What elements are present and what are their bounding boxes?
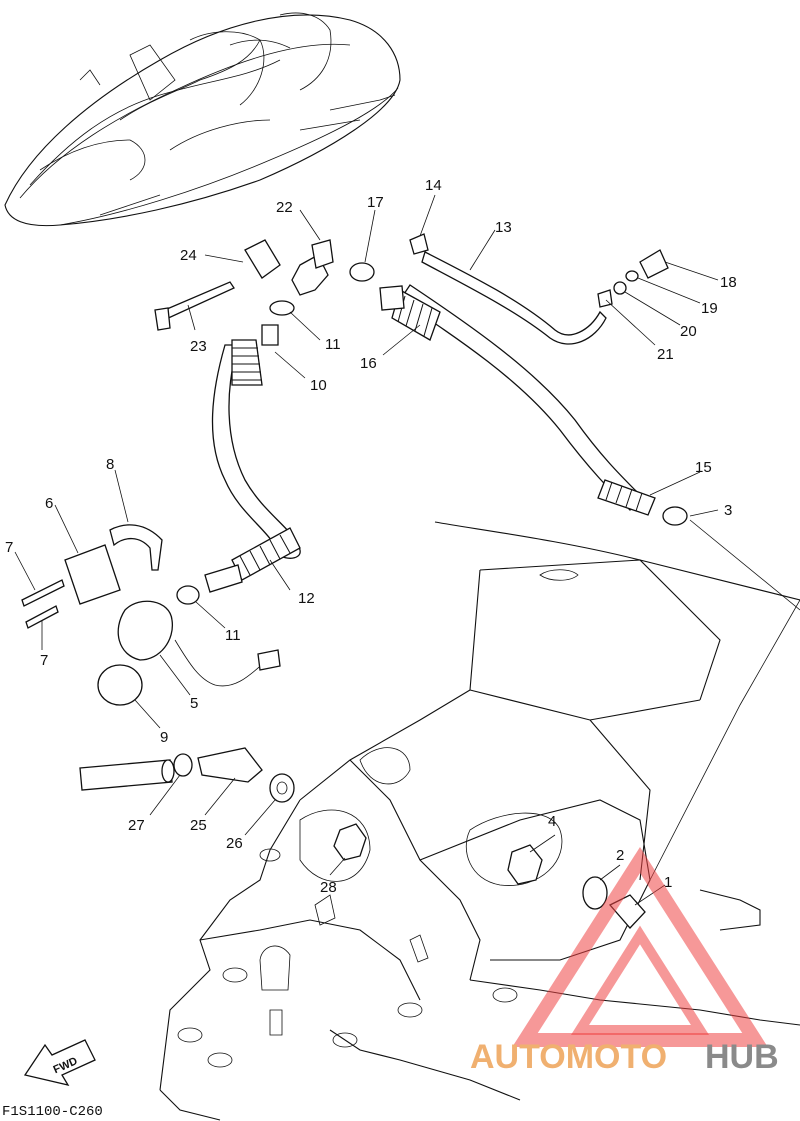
small-parts [21,233,688,929]
callout-labels: 1 2 3 4 5 6 7 7 8 9 10 11 11 12 13 14 15… [5,177,737,896]
callout-10: 10 [310,377,327,394]
callout-9: 9 [160,729,168,746]
callout-15: 15 [695,459,712,476]
callout-25: 25 [190,817,207,834]
catalog-code: F1S1100-C260 [2,1104,103,1120]
callout-17: 17 [367,194,384,211]
callout-7b: 7 [40,652,48,669]
callout-28: 28 [320,879,337,896]
callout-22: 22 [276,199,293,216]
callout-13: 13 [495,219,512,236]
watermark-text-b: HUB [705,1038,779,1076]
callout-16: 16 [360,355,377,372]
hull-illustration [159,521,800,1121]
callout-5: 5 [190,695,198,712]
callout-11a: 11 [325,336,341,353]
watermark-text-a: AUTOMOTO [470,1038,667,1076]
callout-2: 2 [616,847,624,864]
watercraft-illustration [4,12,401,227]
callout-20: 20 [680,323,697,340]
fwd-arrow: FWD [23,1039,96,1086]
callout-18: 18 [720,274,737,291]
callout-12: 12 [298,590,315,607]
callout-21: 21 [657,346,674,363]
callout-24: 24 [180,247,197,264]
leader-lines [14,194,719,906]
callout-19: 19 [701,300,718,317]
callout-27: 27 [128,817,145,834]
callout-14: 14 [425,177,442,194]
callout-4: 4 [548,813,556,830]
callout-3: 3 [724,502,732,519]
watermark-logo: AUTOMOTO HUB [470,846,779,1076]
callout-11b: 11 [225,627,241,644]
callout-7a: 7 [5,539,13,556]
hose-assembly [79,251,800,881]
callout-1: 1 [664,874,672,891]
callout-8: 8 [106,456,114,473]
callout-26: 26 [226,835,243,852]
callout-6: 6 [45,495,53,512]
callout-23: 23 [190,338,207,355]
